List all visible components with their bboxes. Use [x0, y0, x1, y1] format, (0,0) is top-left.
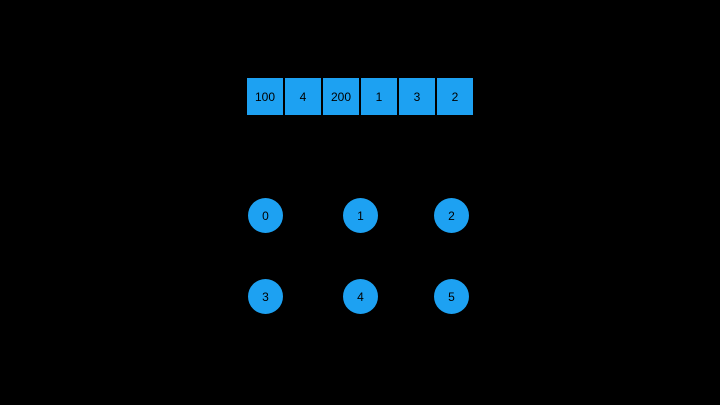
node-circle-5: 5: [434, 279, 469, 314]
array-row: 100 4 200 1 3 2: [247, 78, 473, 115]
node-circle-3: 3: [248, 279, 283, 314]
array-cell-1: 4: [285, 78, 321, 115]
node-circle-1: 1: [343, 198, 378, 233]
node-circle-4: 4: [343, 279, 378, 314]
array-cell-4: 3: [399, 78, 435, 115]
node-circle-0: 0: [248, 198, 283, 233]
array-cell-0: 100: [247, 78, 283, 115]
array-cell-3: 1: [361, 78, 397, 115]
array-cell-5: 2: [437, 78, 473, 115]
node-circle-2: 2: [434, 198, 469, 233]
array-cell-2: 200: [323, 78, 359, 115]
